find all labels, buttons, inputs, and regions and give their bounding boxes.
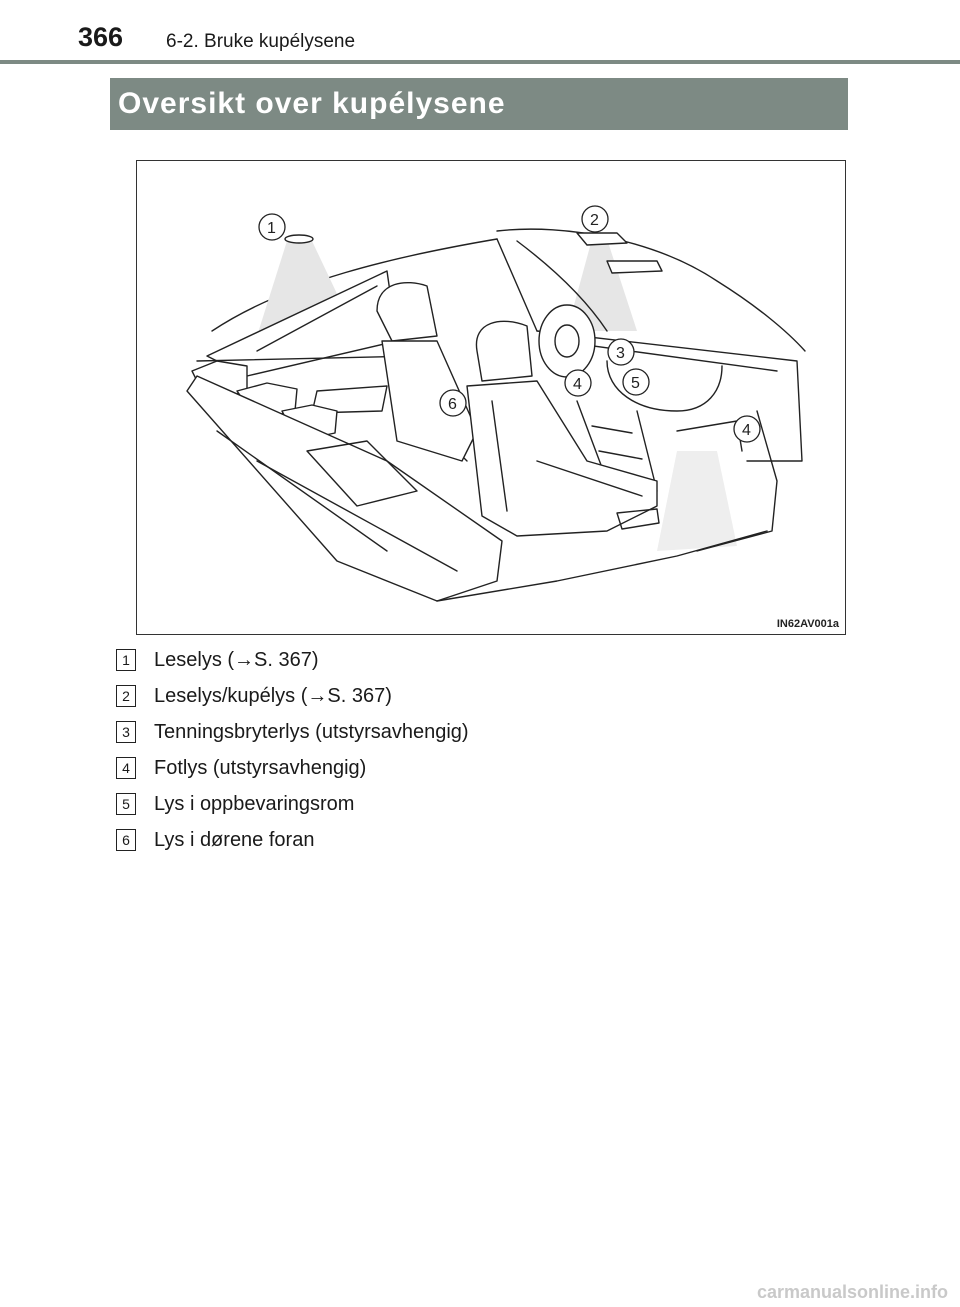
legend-number: 3 (116, 721, 136, 743)
legend-item: 3 Tenningsbryterlys (utstyrsavhengig) (116, 714, 856, 750)
legend-number: 5 (116, 793, 136, 815)
callout-5: 5 (622, 368, 650, 396)
legend-text: Tenningsbryterlys (utstyrsavhengig) (154, 720, 469, 743)
legend-item: 5 Lys i oppbevaringsrom (116, 786, 856, 822)
callout-2: 2 (581, 205, 609, 233)
legend-number: 1 (116, 649, 136, 671)
section-title: 6-2. Bruke kupélysene (166, 31, 356, 52)
callout-4a: 4 (564, 369, 592, 397)
callout-1: 1 (258, 213, 286, 241)
legend-number: 4 (116, 757, 136, 779)
callout-3: 3 (607, 338, 635, 366)
svg-text:5: 5 (631, 375, 640, 392)
legend-item: 4 Fotlys (utstyrsavhengig) (116, 750, 856, 786)
legend-number: 2 (116, 685, 136, 707)
header-rule (0, 60, 960, 64)
svg-text:1: 1 (267, 220, 276, 237)
svg-text:4: 4 (742, 422, 751, 439)
legend-item: 2 Leselys/kupélys (→S. 367) (116, 678, 856, 714)
svg-text:4: 4 (573, 376, 582, 393)
interior-figure: 1 2 3 4 5 6 4 IN62AV001a (136, 160, 846, 635)
watermark-link[interactable]: carmanualsonline.info (756, 1282, 948, 1302)
svg-text:2: 2 (590, 212, 599, 229)
callout-4b: 4 (733, 415, 761, 443)
legend-text: Lys i dørene foran (154, 828, 315, 851)
car-interior-illustration: 1 2 3 4 5 6 4 (186, 205, 806, 602)
callout-6: 6 (439, 389, 467, 417)
page-number: 366 (78, 22, 124, 52)
legend-text: Fotlys (utstyrsavhengig) (154, 756, 367, 779)
title-banner: Oversikt over kupélysene (110, 78, 848, 130)
legend-item: 1 Leselys (→S. 367) (116, 642, 856, 678)
legend-text: Leselys/kupélys (→S. 367) (154, 684, 392, 707)
legend-text: Leselys (→S. 367) (154, 648, 319, 671)
legend-list: 1 Leselys (→S. 367) 2 Leselys/kupélys (→… (116, 642, 856, 858)
svg-text:3: 3 (616, 345, 625, 362)
legend-item: 6 Lys i dørene foran (116, 822, 856, 858)
svg-text:6: 6 (448, 396, 457, 413)
legend-number: 6 (116, 829, 136, 851)
legend-text: Lys i oppbevaringsrom (154, 792, 355, 815)
figure-code: IN62AV001a (776, 618, 839, 630)
